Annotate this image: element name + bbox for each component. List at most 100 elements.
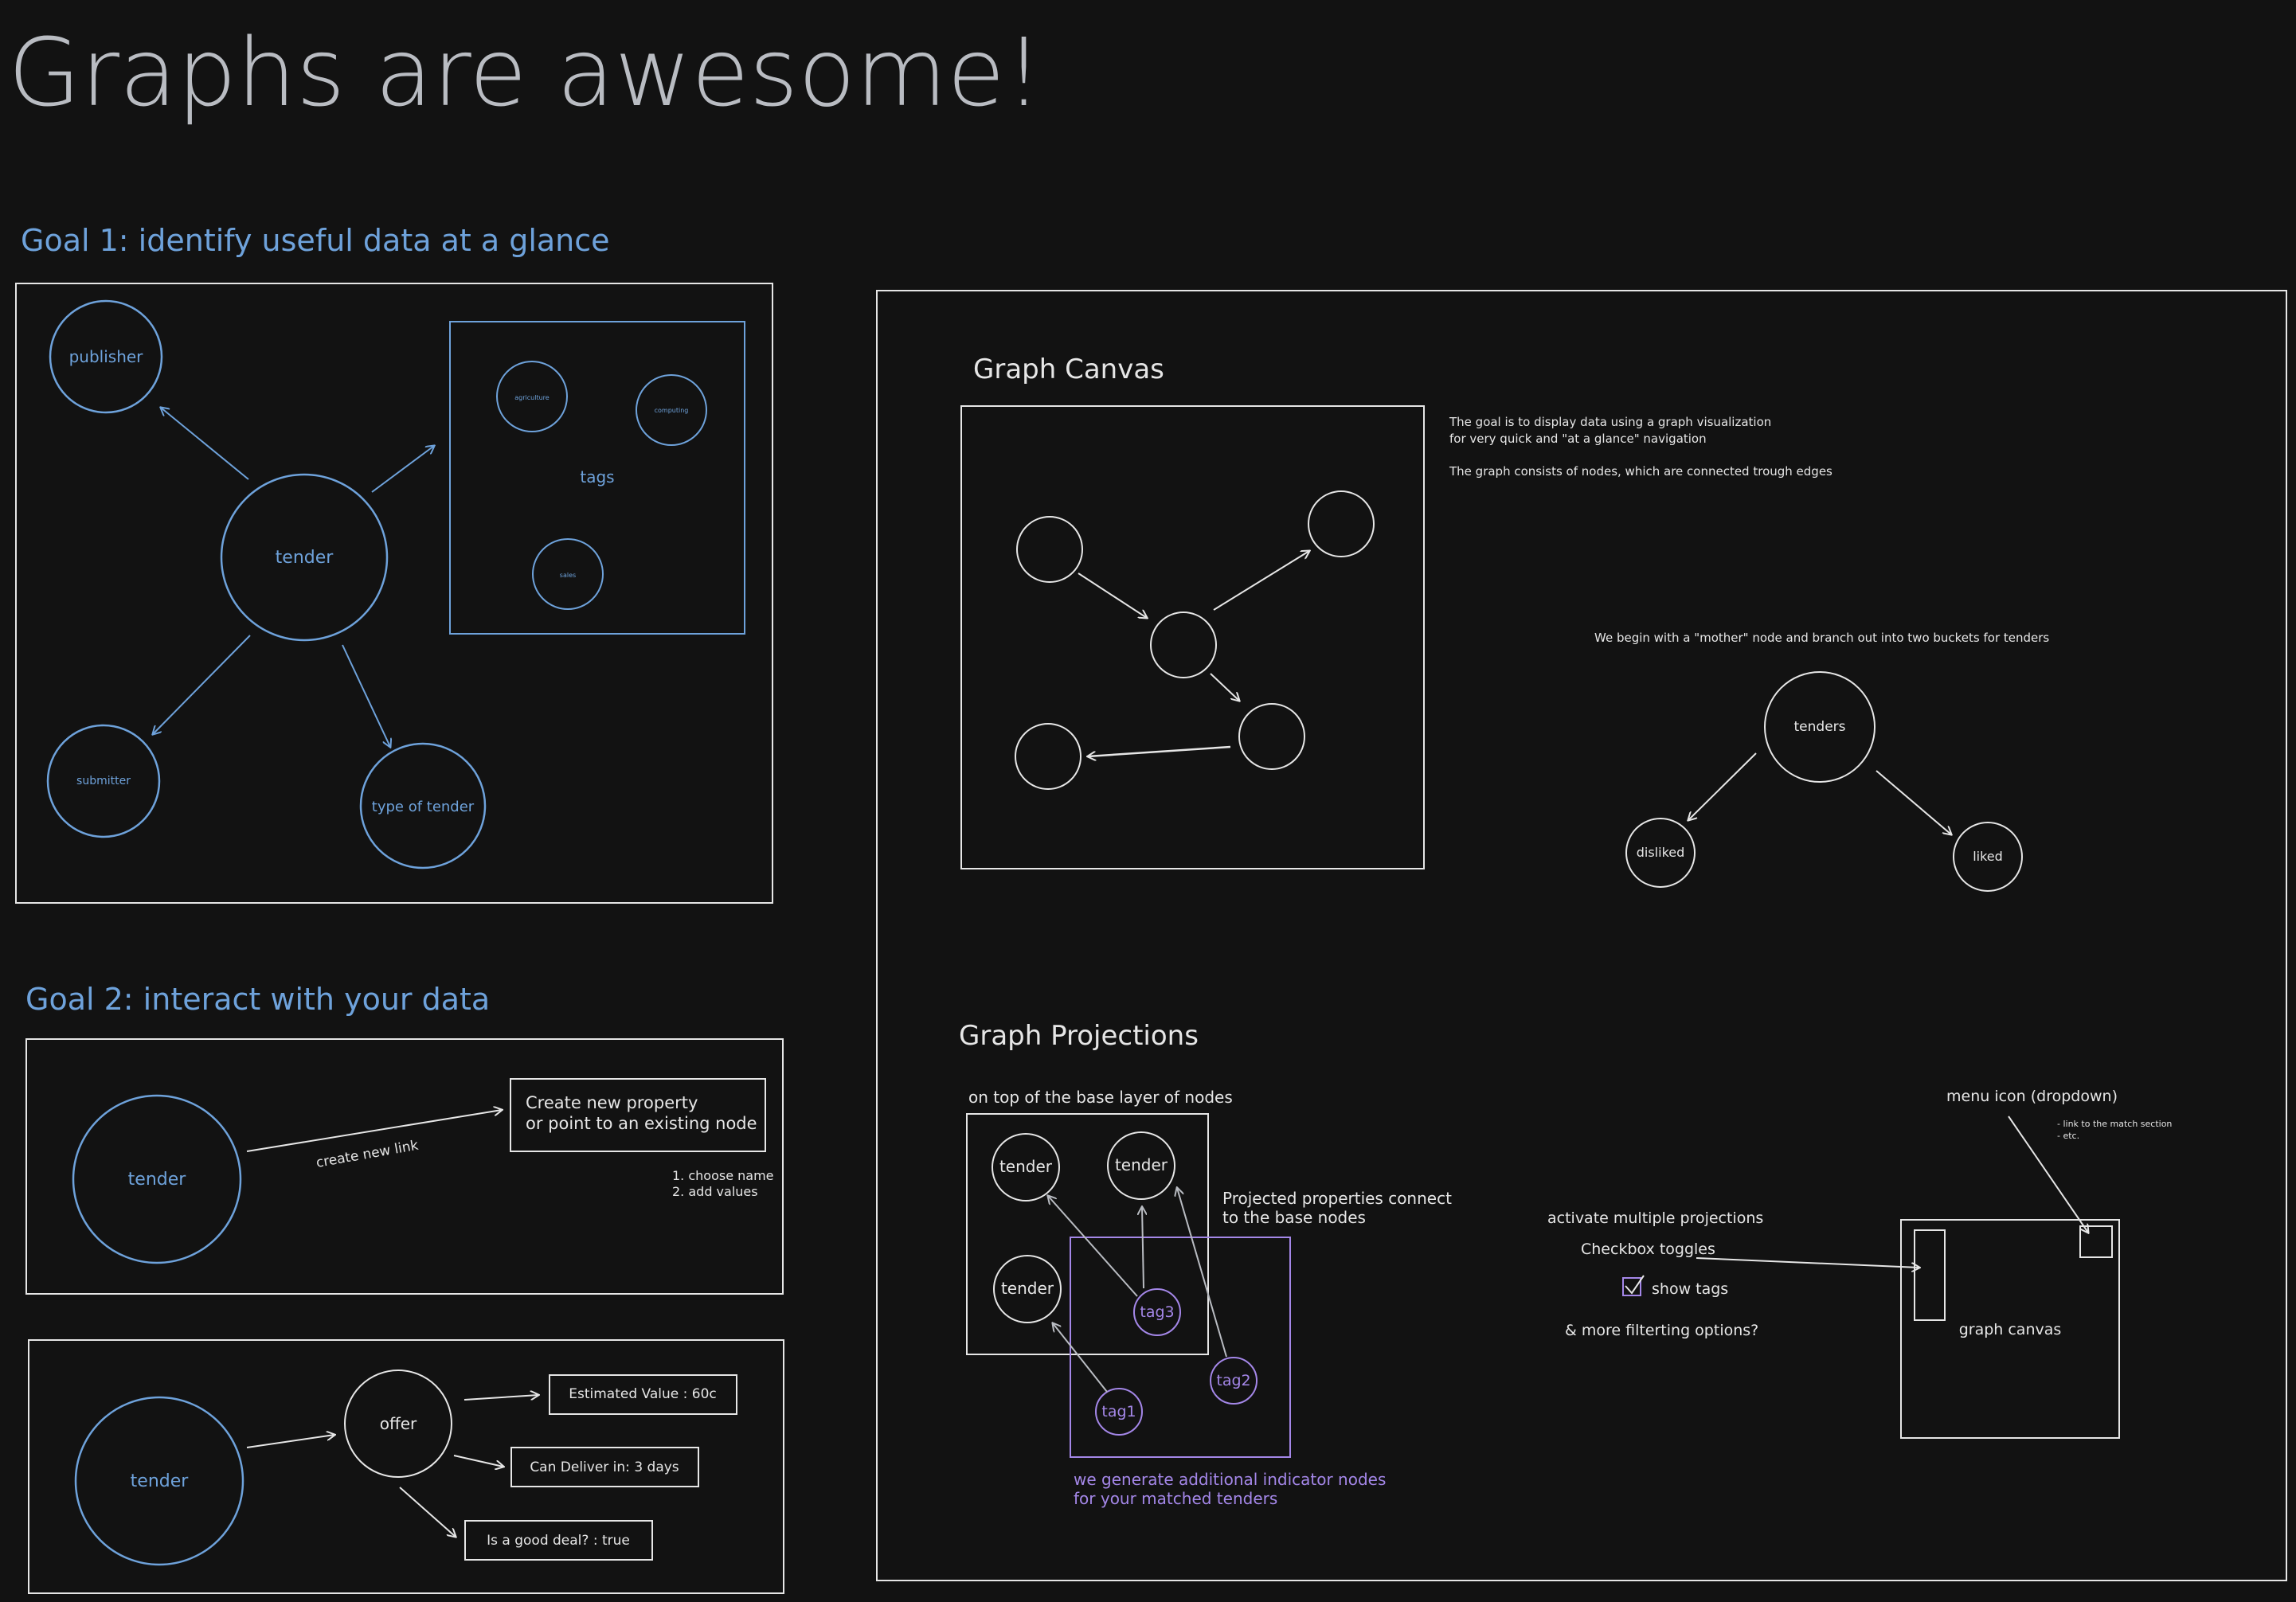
goal2-tender2-label: tender bbox=[131, 1471, 190, 1491]
disliked-node[interactable] bbox=[1625, 818, 1696, 888]
graph-canvas-heading: Graph Canvas bbox=[973, 354, 1164, 385]
projections-subheading: on top of the base layer of nodes bbox=[968, 1088, 1233, 1107]
projections-heading: Graph Projections bbox=[959, 1020, 1199, 1052]
edge-tag2-tender2 bbox=[1177, 1188, 1227, 1358]
show-tags-checkbox[interactable] bbox=[1622, 1277, 1641, 1296]
tag-node-computing[interactable] bbox=[636, 374, 707, 446]
show-tags-label: show tags bbox=[1652, 1280, 1728, 1298]
edge-tender-publisher bbox=[161, 408, 249, 480]
tags-label: tags bbox=[580, 467, 614, 486]
disliked-label: disliked bbox=[1637, 845, 1685, 860]
generate-note-line1: we generate additional indicator nodes bbox=[1074, 1470, 1386, 1489]
type-of-tender-label: type of tender bbox=[372, 799, 475, 815]
tag1-label: tag1 bbox=[1101, 1403, 1136, 1420]
goal2-panel1-frame bbox=[25, 1038, 784, 1295]
menu-icon-note: menu icon (dropdown) bbox=[1946, 1088, 2118, 1105]
publisher-label: publisher bbox=[69, 347, 144, 366]
base-tender-node-1[interactable] bbox=[992, 1133, 1060, 1202]
tag2-node[interactable] bbox=[1210, 1357, 1258, 1405]
tag-label-computing: computing bbox=[655, 407, 689, 414]
edge-tag1-tender3 bbox=[1053, 1323, 1108, 1393]
tender-node[interactable] bbox=[220, 473, 389, 642]
base-tender-label-3: tender bbox=[1001, 1279, 1054, 1298]
edge-tag3-tender1 bbox=[1048, 1196, 1138, 1297]
more-filter-note: & more filterting options? bbox=[1565, 1322, 1758, 1339]
page-title: Graphs are awesome! bbox=[8, 18, 1042, 127]
menu-sub-note-1: - link to the match section bbox=[2057, 1119, 2172, 1129]
goal2-tender2-node[interactable] bbox=[74, 1396, 244, 1566]
tenders-node[interactable] bbox=[1764, 671, 1876, 783]
submitter-label: submitter bbox=[76, 775, 131, 787]
offer-node[interactable] bbox=[344, 1370, 452, 1478]
menu-icon[interactable] bbox=[2079, 1225, 2113, 1258]
canvas-node-b[interactable] bbox=[1308, 490, 1375, 557]
projected-note-line2: to the base nodes bbox=[1222, 1208, 1366, 1227]
base-tender-node-2[interactable] bbox=[1107, 1131, 1175, 1200]
liked-node[interactable] bbox=[1953, 822, 2023, 892]
canvas-edge-a-c bbox=[1078, 572, 1147, 618]
create-link-label: create new link bbox=[315, 1138, 420, 1171]
goal1-heading: Goal 1: identify useful data at a glance bbox=[21, 223, 610, 258]
can-deliver-text: Can Deliver in: 3 days bbox=[530, 1459, 679, 1475]
goal2-tender-node[interactable] bbox=[72, 1094, 242, 1264]
tenders-label: tenders bbox=[1794, 719, 1846, 735]
graph-canvas-frame bbox=[960, 405, 1425, 869]
good-deal-text: Is a good deal? : true bbox=[487, 1533, 630, 1549]
tag-node-sales[interactable] bbox=[532, 538, 604, 610]
create-property-line2: or point to an existing node bbox=[526, 1114, 757, 1133]
tag3-label: tag3 bbox=[1140, 1303, 1174, 1321]
submitter-node[interactable] bbox=[46, 724, 161, 838]
good-deal-box[interactable] bbox=[464, 1520, 653, 1561]
edge-tenders-disliked bbox=[1688, 752, 1757, 820]
tender-label: tender bbox=[276, 548, 334, 568]
canvas-node-e[interactable] bbox=[1015, 723, 1082, 790]
create-property-box[interactable] bbox=[510, 1078, 766, 1152]
menu-sub-note-2: - etc. bbox=[2057, 1131, 2079, 1141]
right-main-frame bbox=[876, 290, 2287, 1581]
goal2-heading: Goal 2: interact with your data bbox=[25, 982, 490, 1017]
estimated-value-box[interactable] bbox=[549, 1374, 737, 1415]
type-of-tender-node[interactable] bbox=[359, 742, 487, 869]
activate-projections-note: activate multiple projections bbox=[1547, 1209, 1763, 1227]
tag2-label: tag2 bbox=[1216, 1372, 1250, 1389]
base-layer-frame bbox=[966, 1113, 1209, 1355]
base-tender-node-3[interactable] bbox=[993, 1255, 1062, 1323]
tags-frame bbox=[449, 321, 745, 635]
projection-layer-frame bbox=[1070, 1237, 1291, 1458]
offer-label: offer bbox=[380, 1414, 417, 1433]
edge-tender-type bbox=[342, 644, 390, 747]
publisher-node[interactable] bbox=[49, 299, 163, 414]
goal2-tender-label: tender bbox=[128, 1170, 187, 1190]
edge-offer-value bbox=[464, 1395, 538, 1401]
checkmark-icon bbox=[1625, 1275, 1645, 1295]
canvas-node-a[interactable] bbox=[1016, 516, 1083, 583]
tag1-node[interactable] bbox=[1095, 1388, 1143, 1436]
edge-offer-deal bbox=[399, 1487, 456, 1537]
sidebar-toggle-panel[interactable] bbox=[1914, 1229, 1946, 1321]
liked-label: liked bbox=[1973, 849, 2003, 864]
edge-tenders-liked bbox=[1876, 770, 1951, 834]
canvas-node-c[interactable] bbox=[1150, 611, 1217, 678]
base-tender-label-2: tender bbox=[1115, 1155, 1168, 1174]
canvas-note-line2: for very quick and "at a glance" navigat… bbox=[1449, 432, 1707, 446]
checkbox-toggles-note: Checkbox toggles bbox=[1581, 1241, 1715, 1258]
edge-tag3-tender2 bbox=[1142, 1207, 1144, 1289]
estimated-value-text: Estimated Value : 60c bbox=[569, 1386, 716, 1402]
canvas-node-d[interactable] bbox=[1238, 703, 1305, 770]
canvas-edge-c-d bbox=[1210, 673, 1239, 701]
generate-note-line2: for your matched tenders bbox=[1074, 1489, 1277, 1508]
edge-toggles-sidebar bbox=[1696, 1257, 1919, 1268]
create-property-line1: Create new property bbox=[526, 1093, 698, 1112]
can-deliver-box[interactable] bbox=[510, 1447, 699, 1487]
tag3-node[interactable] bbox=[1133, 1288, 1181, 1336]
tag-label-sales: sales bbox=[560, 572, 576, 579]
edge-offer-deliver bbox=[453, 1455, 503, 1467]
graph-canvas-mockup-label: graph canvas bbox=[1959, 1321, 2062, 1338]
tag-node-agriculture[interactable] bbox=[496, 361, 568, 432]
base-tender-label-1: tender bbox=[999, 1157, 1053, 1176]
canvas-note-line1: The goal is to display data using a grap… bbox=[1449, 415, 1771, 429]
goal1-frame bbox=[15, 283, 773, 904]
goal2-panel2-frame bbox=[28, 1339, 784, 1594]
edge-tender-offer bbox=[246, 1435, 334, 1448]
